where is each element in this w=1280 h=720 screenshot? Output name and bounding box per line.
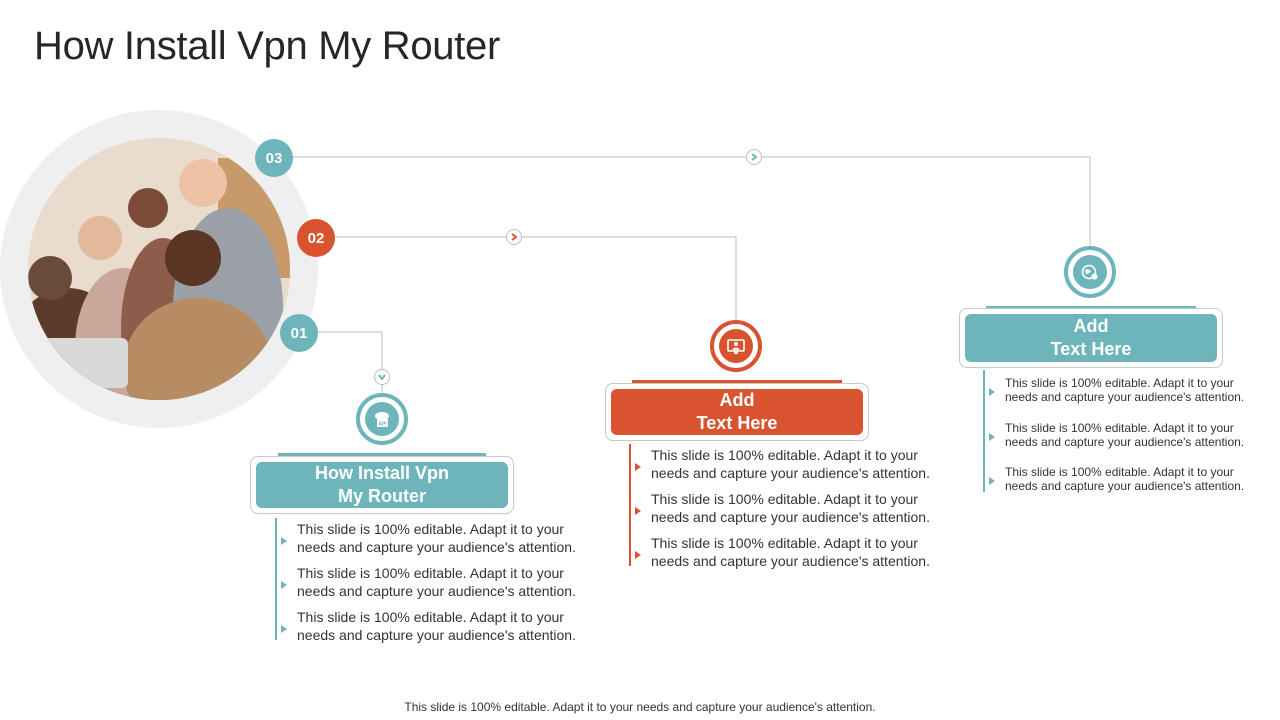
- monitor-person-icon: [710, 320, 762, 372]
- step-card-02: Add Text Here: [605, 383, 869, 441]
- step-bullets-02: This slide is 100% editable. Adapt it to…: [629, 444, 959, 569]
- chevron-down-icon: [374, 369, 390, 385]
- bullet-rule: [629, 444, 631, 566]
- page-title: How Install Vpn My Router: [34, 24, 501, 68]
- step-badge-03: 03: [255, 139, 293, 177]
- step-heading-03: Add Text Here: [965, 314, 1217, 362]
- chevron-right-icon: [746, 149, 762, 165]
- list-item: This slide is 100% editable. Adapt it to…: [989, 376, 1244, 404]
- step-badge-01: 01: [280, 314, 318, 352]
- step-badge-02: 02: [297, 219, 335, 257]
- list-item: This slide is 100% editable. Adapt it to…: [281, 564, 576, 600]
- list-item: This slide is 100% editable. Adapt it to…: [635, 534, 930, 570]
- step-heading-01: How Install Vpn My Router: [256, 462, 508, 508]
- footer-note: This slide is 100% editable. Adapt it to…: [404, 700, 876, 714]
- step-card-03: Add Text Here: [959, 308, 1223, 368]
- list-item: This slide is 100% editable. Adapt it to…: [635, 446, 930, 482]
- card-accent-bar: [278, 453, 486, 457]
- list-item: This slide is 100% editable. Adapt it to…: [281, 608, 576, 644]
- team-photo: [28, 138, 290, 400]
- step-bullets-03: This slide is 100% editable. Adapt it to…: [983, 370, 1273, 493]
- globe-gear-icon: [1064, 246, 1116, 298]
- step-heading-02: Add Text Here: [611, 389, 863, 435]
- list-item: This slide is 100% editable. Adapt it to…: [281, 520, 576, 556]
- api-cloud-icon: API: [356, 393, 408, 445]
- bullet-rule: [983, 370, 985, 492]
- step-card-01: How Install Vpn My Router: [250, 456, 514, 514]
- bullet-rule: [275, 518, 277, 640]
- step-bullets-01: This slide is 100% editable. Adapt it to…: [275, 518, 605, 643]
- svg-text:API: API: [378, 422, 387, 428]
- list-item: This slide is 100% editable. Adapt it to…: [989, 465, 1244, 493]
- list-item: This slide is 100% editable. Adapt it to…: [635, 490, 930, 526]
- card-accent-bar: [632, 380, 842, 384]
- list-item: This slide is 100% editable. Adapt it to…: [989, 421, 1244, 449]
- chevron-right-icon: [506, 229, 522, 245]
